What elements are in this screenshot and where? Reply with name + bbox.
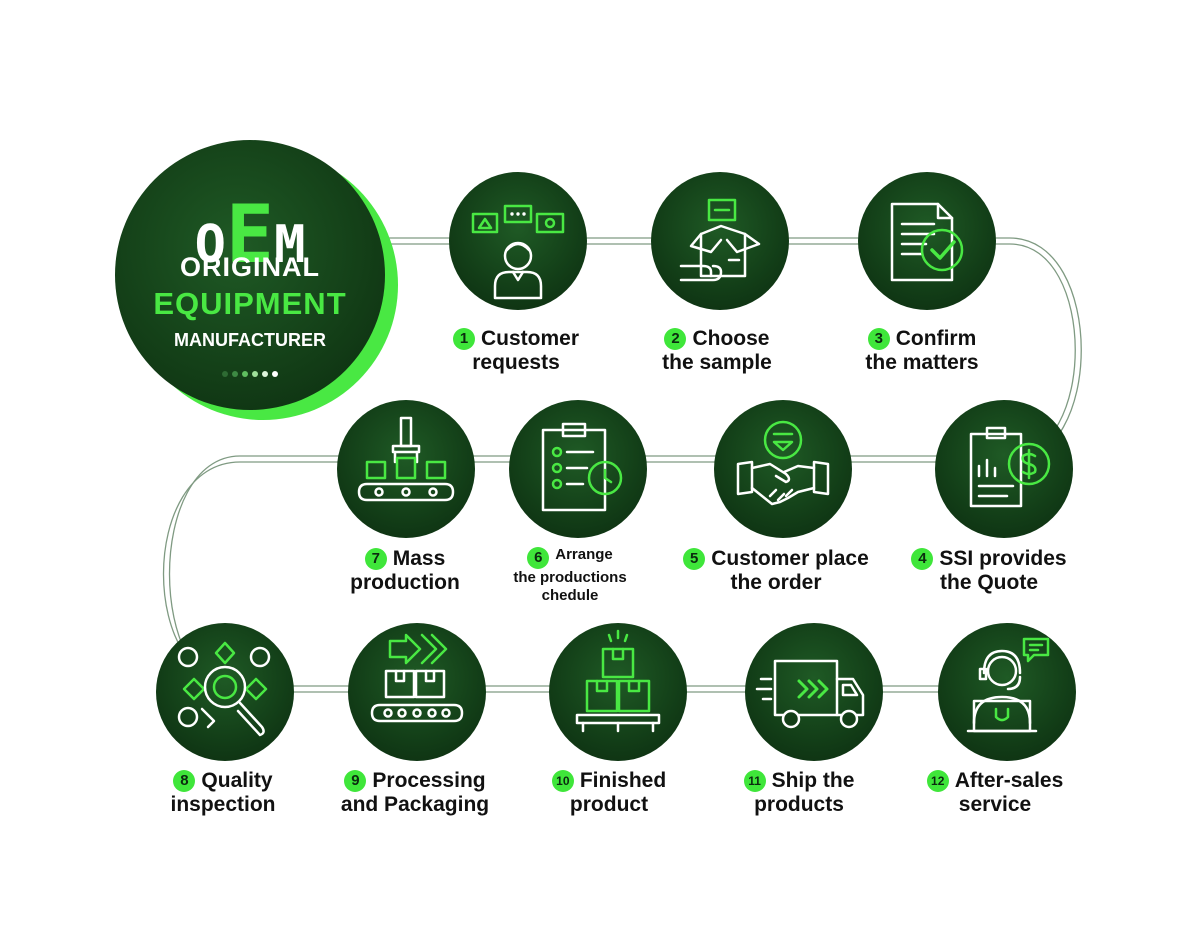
step-9-circle xyxy=(348,623,486,761)
step-8-circle xyxy=(156,623,294,761)
oem-logo: OEM ORIGINAL EQUIPMENT MANUFACTURER xyxy=(115,140,385,410)
step-3-circle xyxy=(858,172,996,310)
step-9-number: 9 xyxy=(344,770,367,792)
step-3-title: Confirm xyxy=(895,327,977,350)
stacked-boxes-icon xyxy=(575,629,661,733)
step-4-number: 4 xyxy=(911,548,934,570)
step-8-subtitle: inspection xyxy=(170,793,276,816)
oem-line-equipment: EQUIPMENT xyxy=(153,286,347,321)
step-11-circle xyxy=(745,623,883,761)
step-9-subtitle: and Packaging xyxy=(340,793,490,816)
step-7-subtitle: production xyxy=(350,571,460,594)
step-4-title: SSI provides xyxy=(939,547,1067,570)
step-10-circle xyxy=(549,623,687,761)
step-1-circle xyxy=(449,172,587,310)
sample-box-icon xyxy=(679,198,761,282)
step-1-title: Customer xyxy=(480,327,580,350)
step-12-subtitle: service xyxy=(958,793,1032,816)
step-11-title: Ship the xyxy=(771,769,855,792)
step-6-number: 6 xyxy=(527,547,550,569)
step-3-subtitle: the matters xyxy=(865,351,979,374)
oem-letter-m: M xyxy=(274,215,306,275)
handshake-icon xyxy=(736,420,830,506)
step-10-subtitle: product xyxy=(569,793,649,816)
step-5-subtitle: the order xyxy=(730,571,822,594)
step-12-title: After-sales xyxy=(954,769,1064,792)
step-12-number: 12 xyxy=(926,770,949,792)
oem-letter-e: E xyxy=(225,188,275,281)
magnifier-inspection-icon xyxy=(177,641,271,737)
step-12-circle xyxy=(938,623,1076,761)
step-7-number: 7 xyxy=(364,548,387,570)
conveyor-production-icon xyxy=(357,416,455,502)
step-2-subtitle: the sample xyxy=(662,351,772,374)
step-11-subtitle: products xyxy=(754,793,844,816)
step-3-number: 3 xyxy=(867,328,890,350)
step-10-title: Finished xyxy=(579,769,667,792)
clipboard-clock-icon xyxy=(541,422,623,512)
step-8-title: Quality xyxy=(201,769,273,792)
step-10-number: 10 xyxy=(551,770,574,792)
oem-letter-o: O xyxy=(194,215,226,275)
step-6-subtitle-2: chedule xyxy=(541,587,599,604)
step-6-subtitle: the productions xyxy=(513,569,627,586)
step-5-title: Customer place xyxy=(711,547,869,570)
step-5-number: 5 xyxy=(683,548,706,570)
step-4-circle xyxy=(935,400,1073,538)
decorative-dots xyxy=(220,364,280,382)
step-6-circle xyxy=(509,400,647,538)
document-check-icon xyxy=(890,202,964,282)
oem-line-original: ORIGINAL xyxy=(180,252,320,282)
step-5-circle xyxy=(714,400,852,538)
step-6-label: 6 Arrange the productions chedule xyxy=(470,546,670,605)
packaging-conveyor-icon xyxy=(370,633,464,723)
customer-requests-icon xyxy=(471,204,565,300)
quote-dollar-icon xyxy=(969,426,1051,508)
step-8-number: 8 xyxy=(173,770,196,792)
headset-support-icon xyxy=(966,637,1050,733)
step-7-title: Mass xyxy=(392,547,446,570)
step-2-circle xyxy=(651,172,789,310)
step-2-number: 2 xyxy=(664,328,687,350)
step-4-subtitle: the Quote xyxy=(940,571,1038,594)
step-1-number: 1 xyxy=(452,328,475,350)
truck-icon xyxy=(755,659,865,729)
step-6-title: Arrange xyxy=(555,546,613,563)
step-7-circle xyxy=(337,400,475,538)
oem-acronym: OEM xyxy=(115,188,385,281)
step-2-title: Choose xyxy=(692,327,770,350)
step-9-title: Processing xyxy=(372,769,486,792)
step-11-number: 11 xyxy=(743,770,766,792)
step-1-subtitle: requests xyxy=(472,351,560,374)
oem-line-manufacturer: MANUFACTURER xyxy=(174,330,326,350)
